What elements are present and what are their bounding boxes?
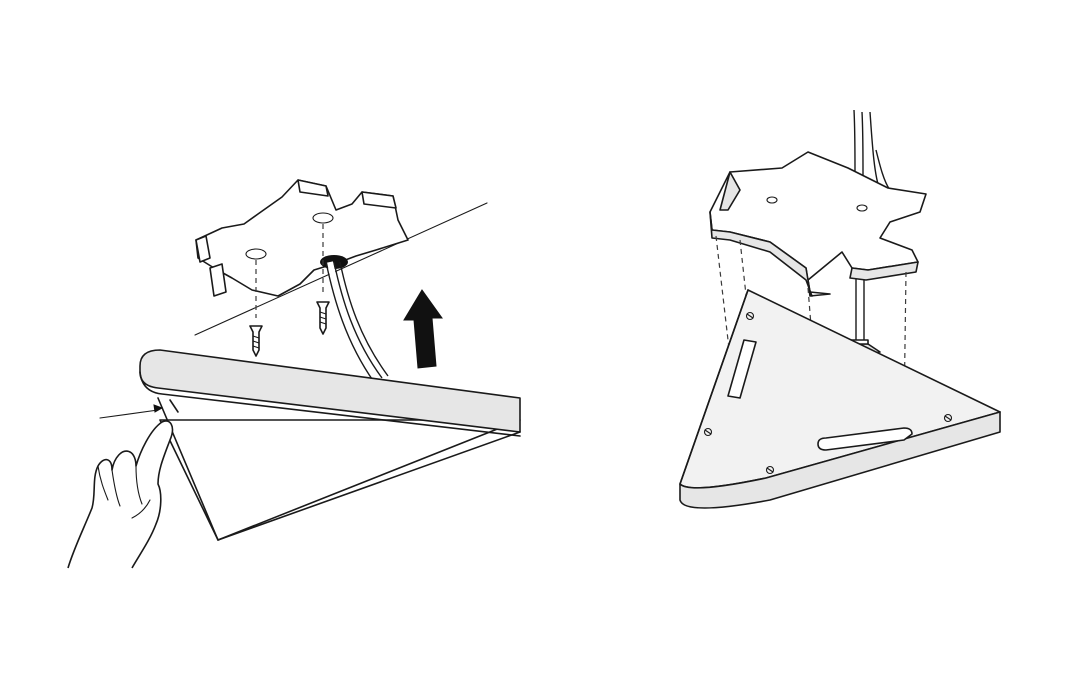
- screw: [316, 301, 330, 335]
- mounting-slot: [727, 339, 757, 399]
- screw-hole: [766, 196, 778, 204]
- mounting-bracket: [195, 179, 409, 297]
- panel-screw: [745, 311, 755, 321]
- up-arrow-icon: [403, 289, 443, 369]
- screw-hole: [856, 204, 868, 212]
- bracket-tab: [209, 263, 227, 297]
- screw: [249, 325, 263, 357]
- mounting-bracket: [709, 151, 927, 297]
- panel-screw: [943, 413, 953, 423]
- screw-hole: [312, 212, 334, 224]
- release-mark: [169, 399, 179, 413]
- triangle-panel: [679, 289, 1001, 509]
- bracket-tab: [195, 235, 211, 263]
- pointer-arrowhead: [153, 404, 164, 413]
- bracket-tab: [361, 191, 397, 209]
- panel-left-remove-step: [67, 179, 521, 569]
- press-pointer: [99, 409, 159, 419]
- panel-screw: [703, 427, 713, 437]
- bracket-tab: [297, 179, 329, 197]
- screw-hole: [245, 248, 267, 260]
- panel-right-attach-step: [679, 109, 1001, 509]
- mounting-slot: [817, 427, 913, 451]
- power-cable: [325, 261, 389, 383]
- panel-screw: [765, 465, 775, 475]
- release-hand: [67, 420, 174, 569]
